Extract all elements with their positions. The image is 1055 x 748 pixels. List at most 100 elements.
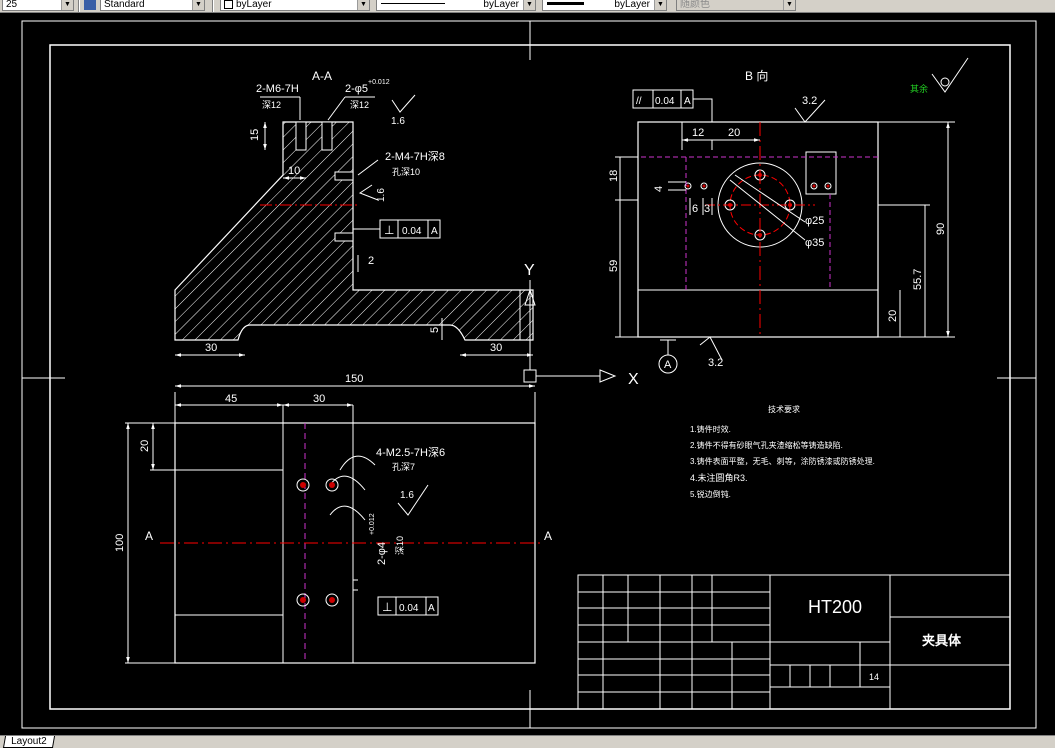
chevron-down-icon[interactable]: ▼	[783, 0, 795, 10]
tab-label: Layout2	[11, 736, 47, 747]
lineweight-combo[interactable]: byLayer ▼	[542, 0, 667, 11]
dim-scale-value: 25	[6, 0, 18, 10]
pin-callout: 2-φ4	[376, 542, 388, 565]
plot-style-combo[interactable]: 随颜色 ▼	[676, 0, 796, 11]
dim-10: 10	[288, 165, 300, 177]
linetype-combo[interactable]: byLayer ▼	[376, 0, 536, 11]
perpendicularity-symbol: ⊥	[382, 600, 392, 614]
threaded-hole	[295, 121, 307, 151]
dim-18: 18	[608, 170, 620, 182]
hidden-line	[625, 156, 878, 290]
chevron-down-icon[interactable]: ▼	[61, 0, 73, 10]
toolbar-separator	[78, 0, 80, 12]
tech-title: 技术要求	[768, 404, 800, 414]
axis-y-label: Y	[524, 262, 535, 279]
pin-depth: 深10	[395, 536, 405, 555]
plot-style-value: 随颜色	[680, 0, 710, 10]
axis-x-label: X	[628, 371, 639, 388]
datum-ref: A	[684, 96, 691, 107]
roughness-note: 其余	[910, 83, 928, 94]
chevron-down-icon[interactable]: ▼	[654, 0, 666, 10]
tolerance-value: 0.04	[399, 603, 419, 614]
datum-ref: A	[431, 226, 438, 237]
part-name: 夹具体	[922, 633, 962, 648]
datum-ref: A	[428, 603, 435, 614]
view-b: B 向	[608, 57, 969, 374]
sheet-number: 14	[869, 672, 879, 682]
dim-phi35: φ35	[805, 237, 824, 249]
dim-30: 30	[313, 393, 325, 405]
parallelism-symbol: //	[636, 96, 642, 107]
section-body	[174, 121, 534, 341]
pin-tolerance: +0.012	[369, 513, 376, 535]
dim-3: 3	[704, 203, 710, 215]
title-block	[577, 574, 1011, 710]
section-title: A-A	[312, 69, 332, 83]
dim-12: 12	[692, 127, 704, 139]
dim-6: 6	[692, 203, 698, 215]
dim-20: 20	[139, 440, 151, 452]
text-style-combo[interactable]: Standard ▼	[100, 0, 205, 11]
dim-30-right: 30	[490, 342, 502, 354]
dim-scale-combo[interactable]: 25 ▼	[2, 0, 74, 11]
side-threaded-holes	[334, 171, 354, 242]
tech-item: 4.未注圆角R3.	[690, 472, 748, 483]
color-value: byLayer	[236, 0, 272, 10]
dim-5: 5	[429, 327, 441, 333]
lineweight-value: byLayer	[614, 0, 650, 10]
dim-150: 150	[345, 373, 363, 385]
chevron-down-icon[interactable]: ▼	[192, 0, 204, 10]
roughness-value: 3.2	[802, 95, 817, 107]
properties-toolbar: 25 ▼ Standard ▼ byLayer ▼ byLayer ▼ byLa…	[0, 0, 1055, 13]
section-mark-right: A	[544, 529, 552, 543]
dim-20-bottom: 20	[887, 310, 899, 322]
pin-hole	[321, 121, 333, 151]
side-thread-depth: 孔深10	[392, 167, 420, 177]
layer-color-combo[interactable]: byLayer ▼	[220, 0, 370, 11]
dim-100: 100	[114, 534, 126, 552]
hole-tolerance: +0.012	[368, 79, 390, 86]
roughness-value: 1.6	[391, 116, 405, 127]
linetype-preview	[381, 3, 445, 4]
view-b-title: B 向	[745, 68, 768, 83]
tech-item: 5.锐边倒钝.	[690, 489, 731, 499]
tech-item: 2.铸件不得有砂眼气孔夹渣缩松等铸造缺陷.	[690, 440, 843, 450]
thread-depth: 深12	[262, 100, 281, 110]
dim-30-left: 30	[205, 342, 217, 354]
dim-55-7: 55.7	[912, 269, 924, 290]
dim-15: 15	[249, 129, 261, 141]
sheet-border	[21, 20, 1037, 729]
lineweight-preview	[547, 2, 584, 5]
dim-59: 59	[608, 260, 620, 272]
roughness-value: 1.6	[400, 490, 414, 501]
plan-outline	[174, 422, 536, 664]
dim-phi25: φ25	[805, 215, 824, 227]
text-style-value: Standard	[104, 0, 145, 10]
view-b-outline	[637, 121, 879, 338]
dim-90: 90	[935, 223, 947, 235]
plan-view: 45 30 150 20 100 A A 4-M2.5-7H深6 孔深7 2-φ…	[114, 373, 552, 664]
section-mark-left: A	[145, 529, 153, 543]
hole-callout: 2-φ5	[345, 83, 368, 95]
datum-a-label: A	[664, 359, 672, 371]
tolerance-value: 0.04	[655, 96, 675, 107]
tolerance-value: 0.04	[402, 226, 422, 237]
tech-item: 3.铸件表面平整，无毛、刺等，涂防锈漆或防锈处理.	[690, 456, 875, 466]
dim-2: 2	[368, 255, 374, 267]
chevron-down-icon[interactable]: ▼	[523, 0, 535, 10]
chevron-down-icon[interactable]: ▼	[357, 0, 369, 10]
text-style-icon[interactable]	[84, 0, 96, 10]
color-swatch-icon	[224, 0, 233, 9]
boss-rect	[805, 151, 837, 195]
hole-depth: 深12	[350, 100, 369, 110]
roughness-value: 3.2	[708, 357, 723, 369]
dim-4: 4	[653, 186, 665, 192]
thread-callout: 2-M6-7H	[256, 83, 299, 95]
ucs-origin-icon	[523, 369, 537, 383]
roughness-value: 1.6	[376, 188, 387, 202]
tab-layout2[interactable]: Layout2	[2, 736, 55, 748]
drawing-canvas[interactable]: A-A 2-M6-7H 深12 2-φ5 +0.012 深12 2-M4-7H深…	[0, 12, 1055, 735]
thread-depth: 孔深7	[392, 462, 415, 472]
material-label: HT200	[808, 597, 862, 617]
dim-20: 20	[728, 127, 740, 139]
